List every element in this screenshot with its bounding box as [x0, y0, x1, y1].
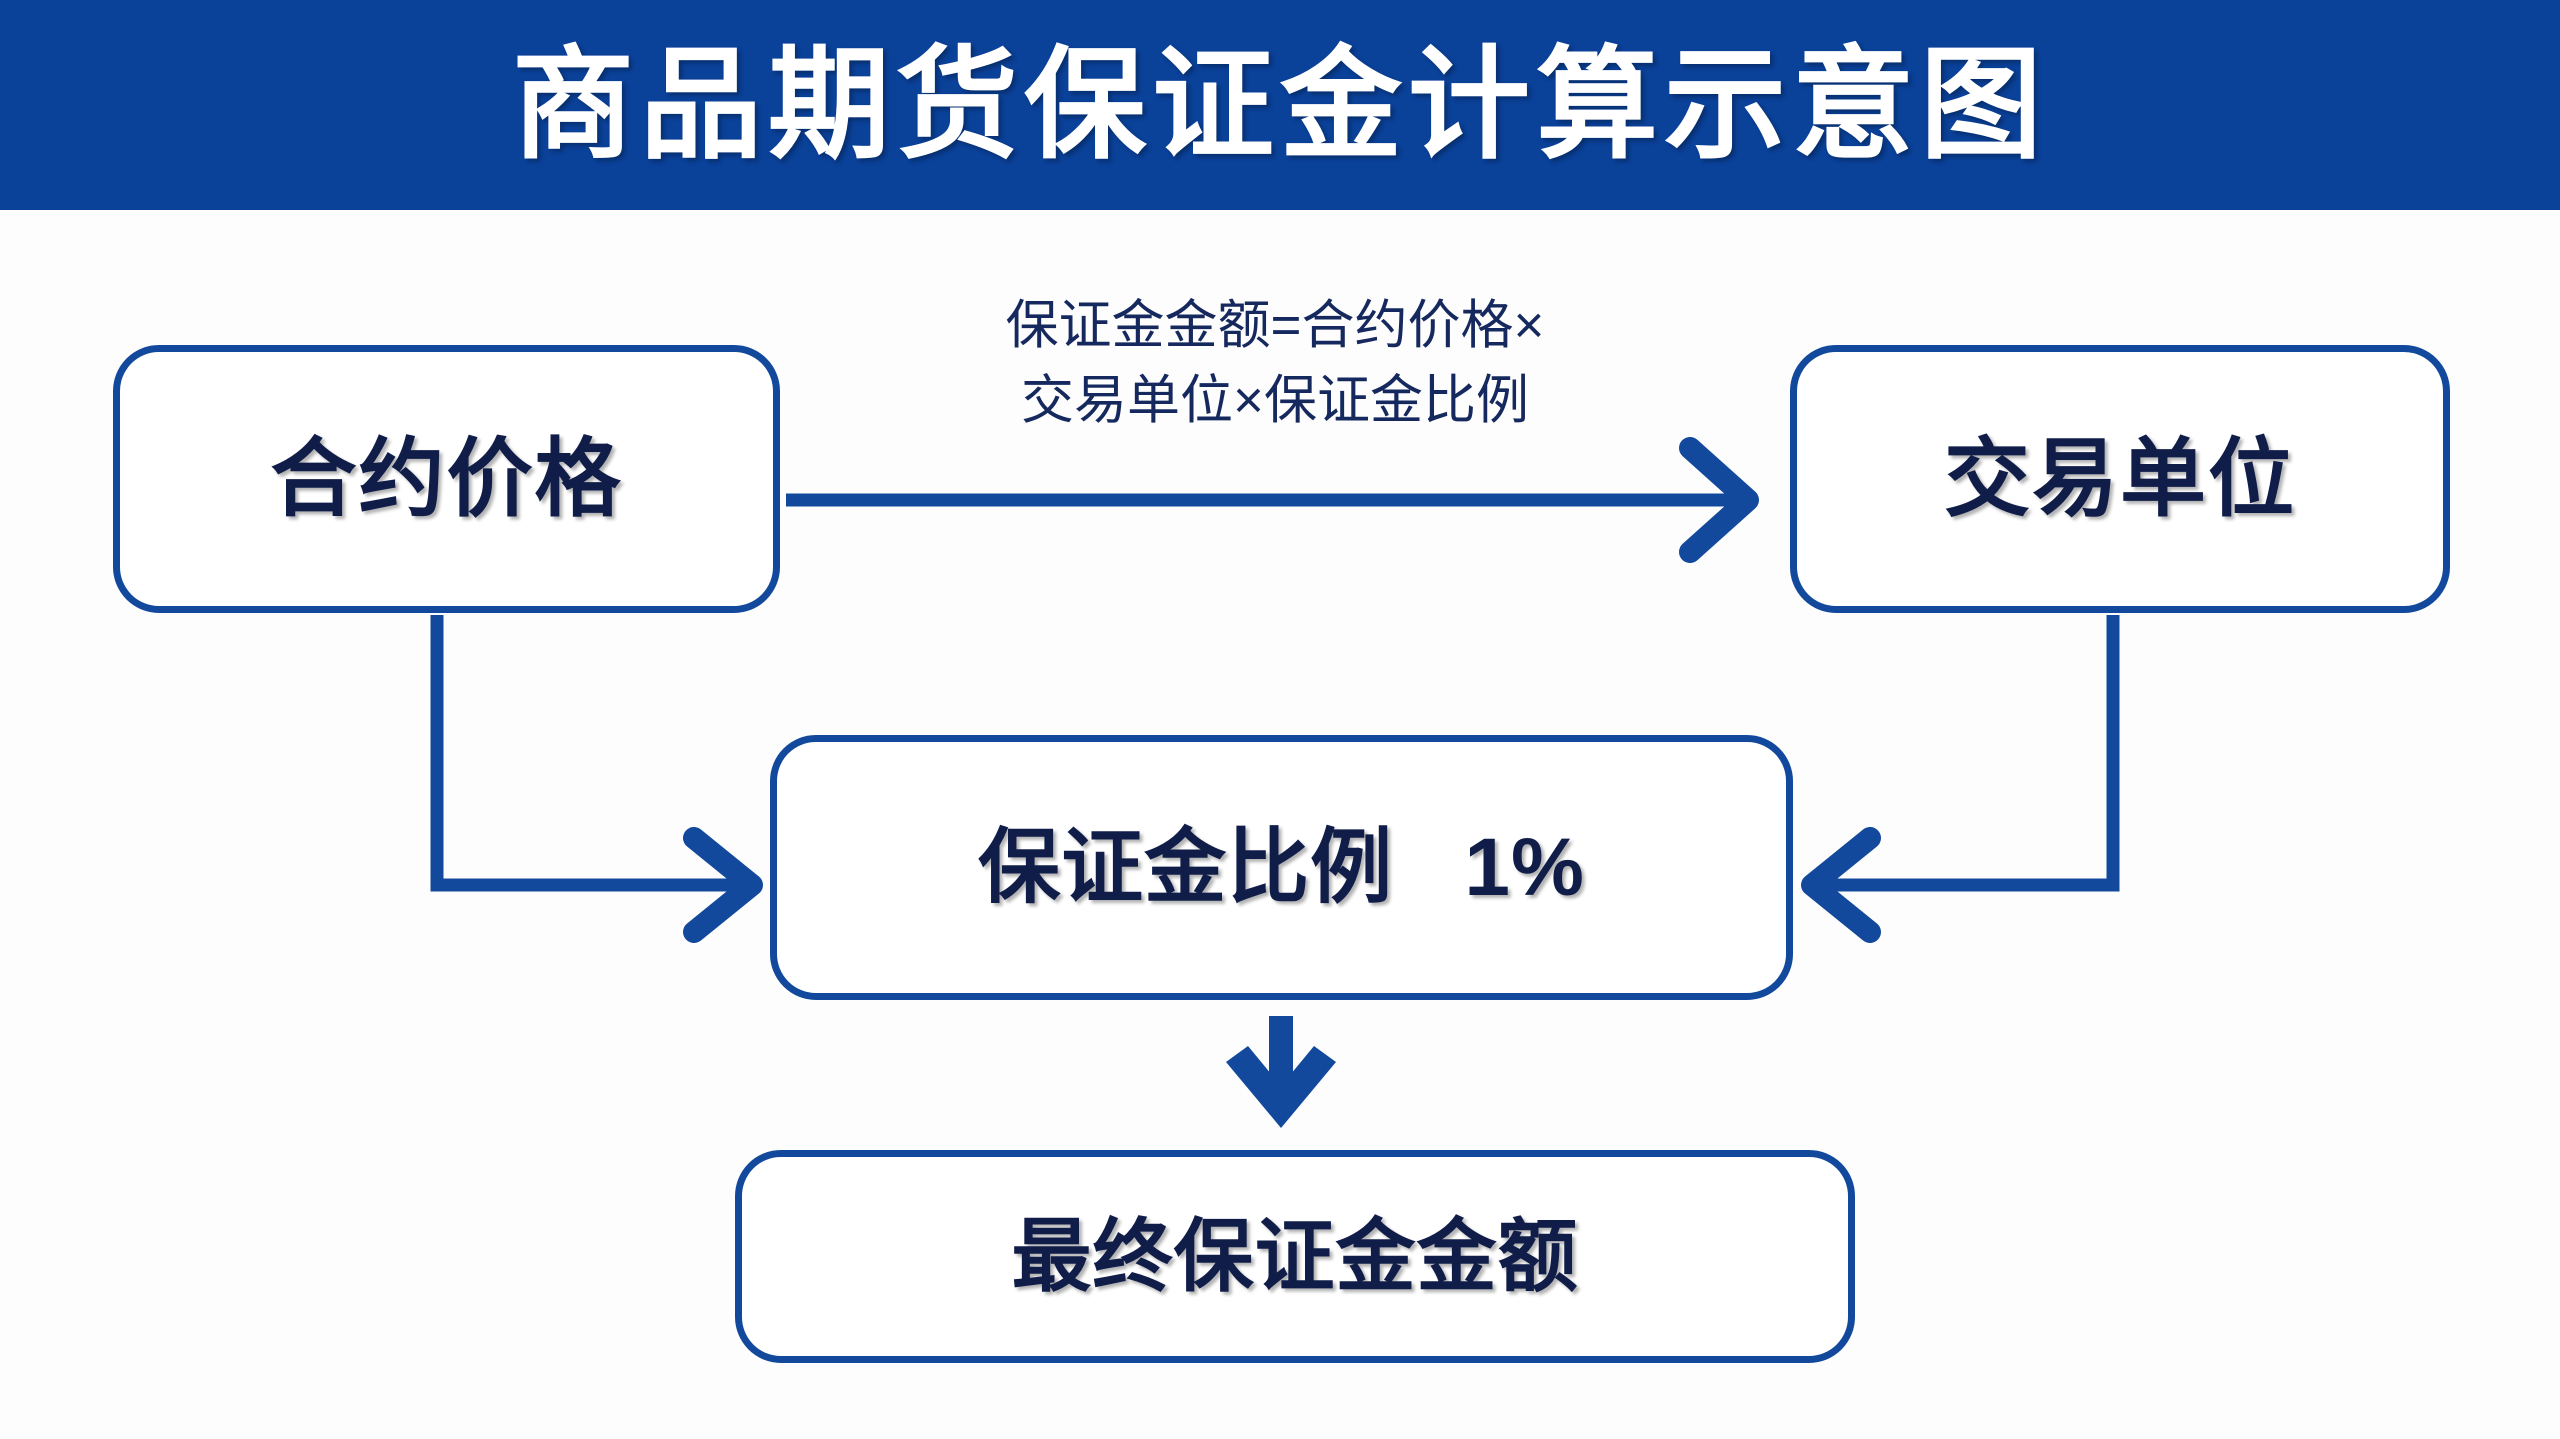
- diagram-stage: 保证金金额=合约价格× 交易单位×保证金比例 合约价格 交易单位 保证金比例 1…: [0, 210, 2560, 1439]
- edge-contract-price-to-trading-unit: [786, 437, 1759, 563]
- node-trading-unit[interactable]: 交易单位: [1790, 345, 2450, 613]
- edge-contract-price-to-margin-ratio: [430, 615, 763, 943]
- formula-annotation: 保证金金额=合约价格× 交易单位×保证金比例: [880, 288, 1670, 439]
- node-margin-ratio[interactable]: 保证金比例 1%: [770, 735, 1793, 1000]
- node-final-amount[interactable]: 最终保证金金额: [735, 1150, 1855, 1363]
- page-title: 商品期货保证金计算示意图: [512, 37, 2048, 173]
- formula-line-2: 交易单位×保证金比例: [1021, 371, 1529, 431]
- edge-margin-ratio-to-final-amount: [1226, 1016, 1336, 1128]
- node-contract-price[interactable]: 合约价格: [113, 345, 780, 613]
- formula-line-1: 保证金金额=合约价格×: [1005, 296, 1545, 355]
- edge-trading-unit-to-margin-ratio: [1801, 615, 2120, 943]
- title-banner: 商品期货保证金计算示意图: [0, 0, 2560, 210]
